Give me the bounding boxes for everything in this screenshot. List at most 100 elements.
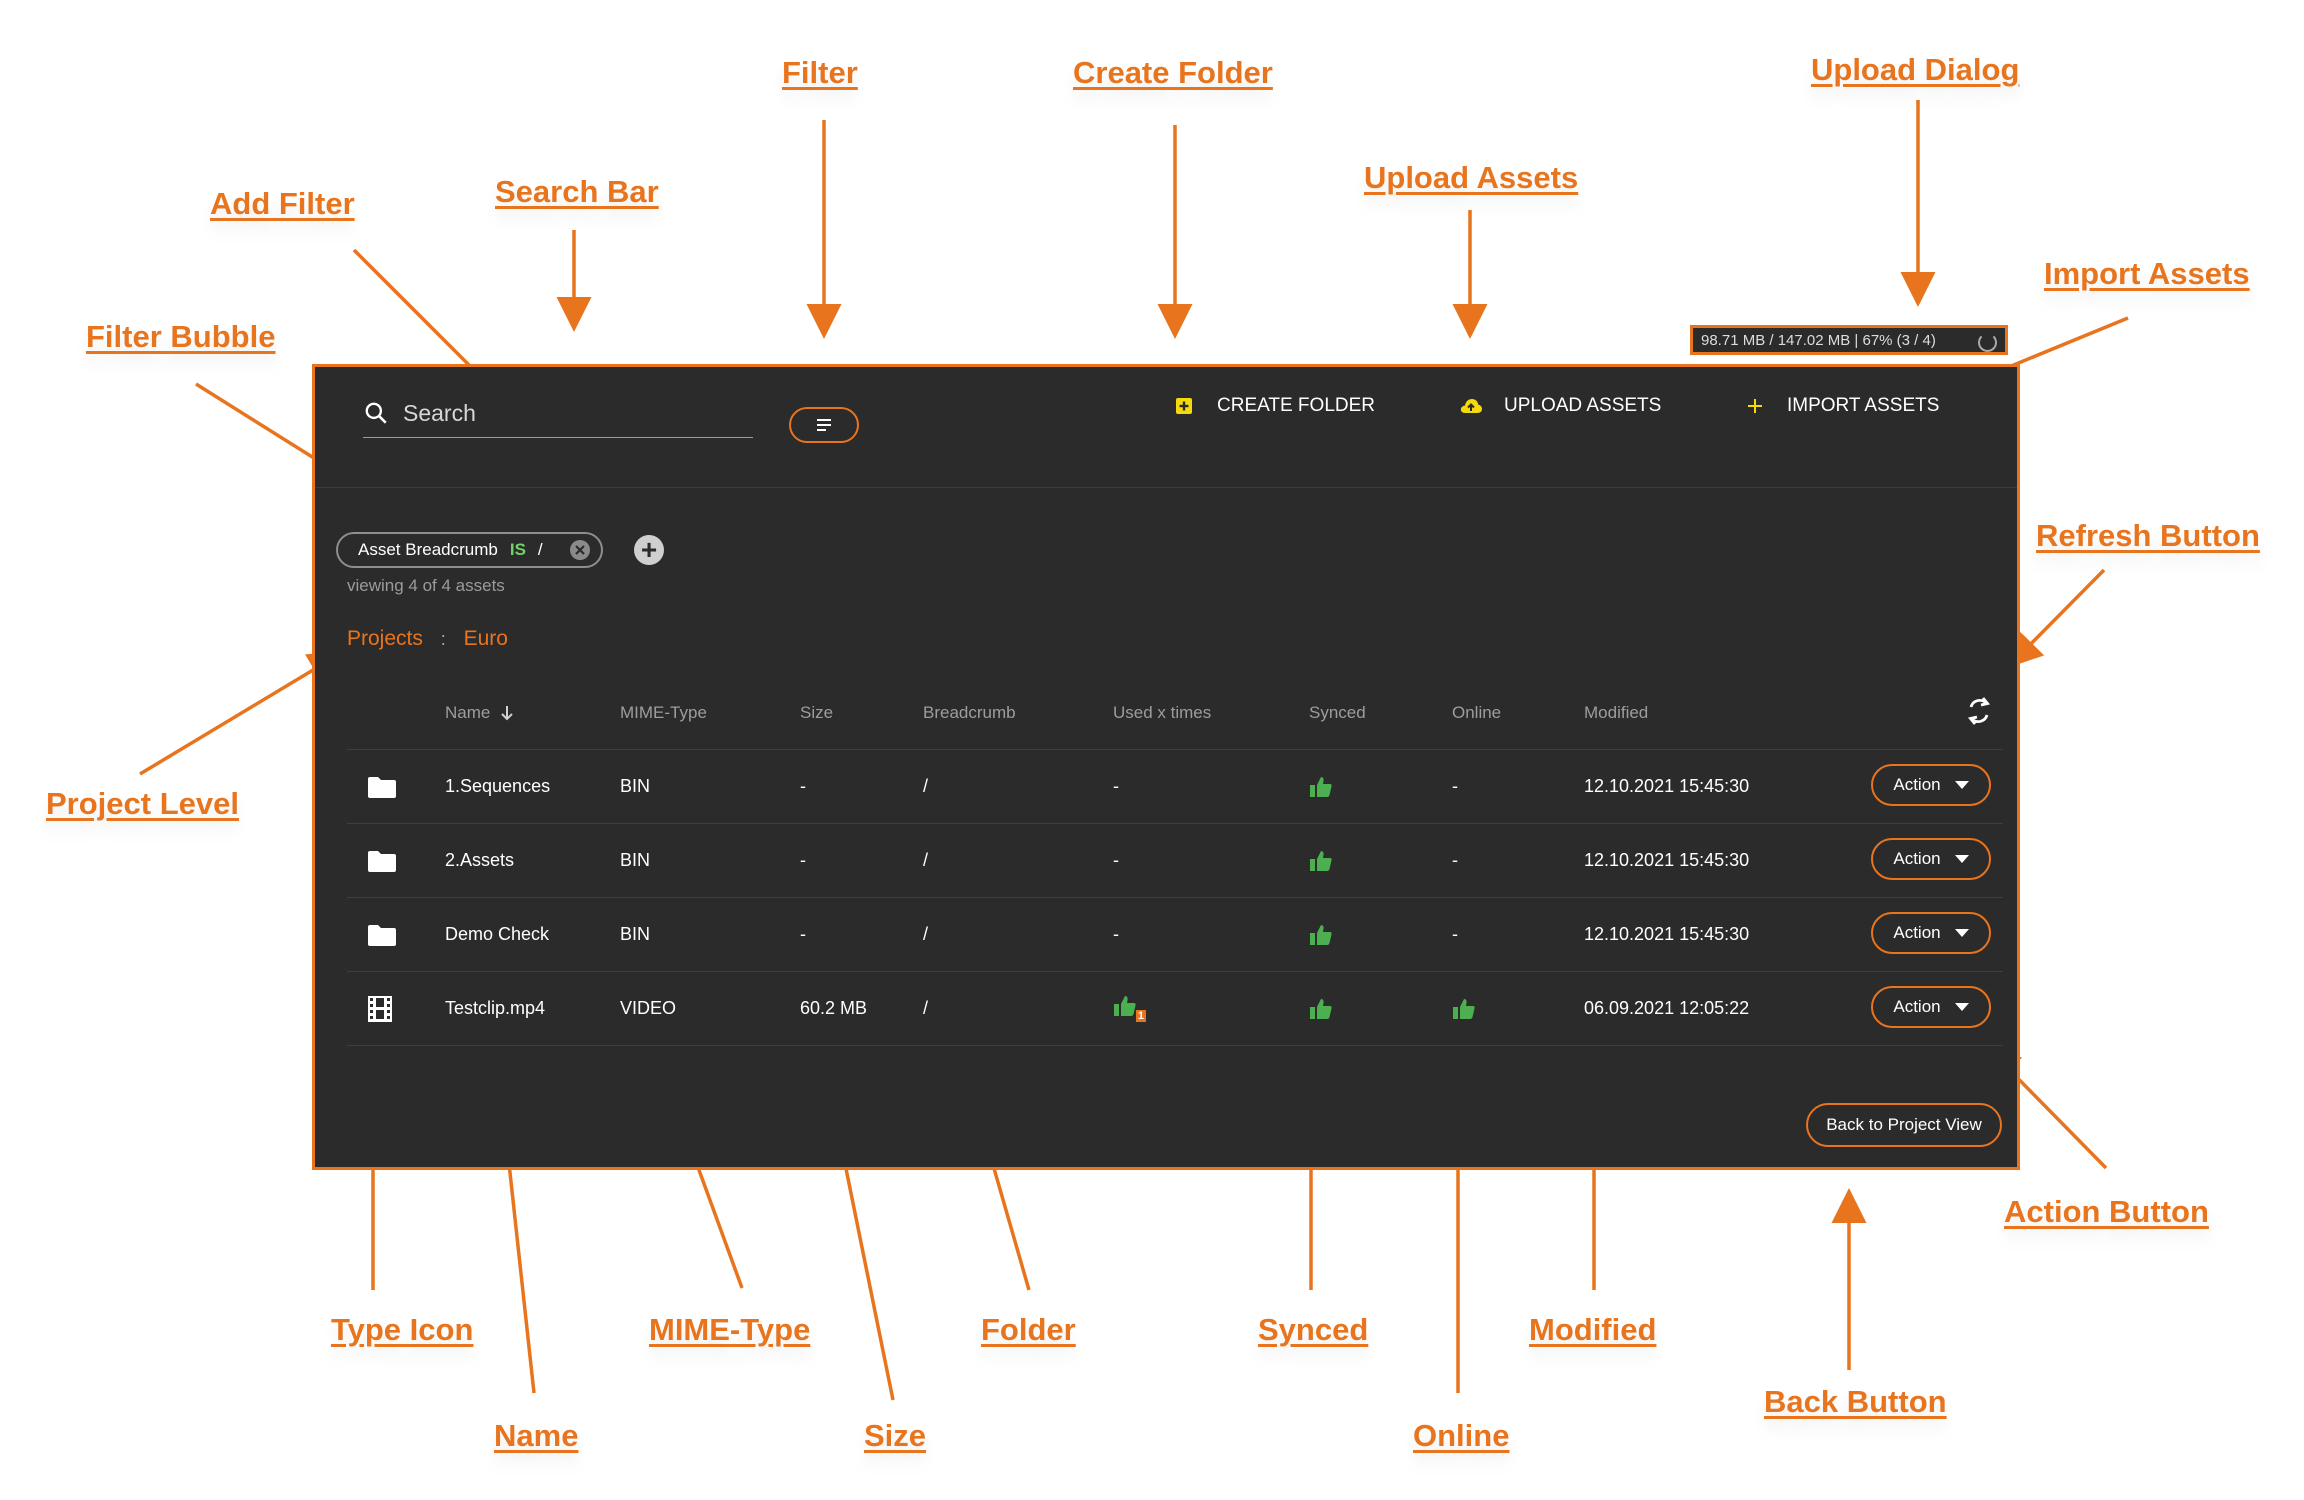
asset-size: -: [800, 924, 806, 944]
callout-online: Online: [1413, 1418, 1510, 1453]
loading-spinner-icon: [1978, 333, 1997, 352]
asset-mime-type: BIN: [620, 924, 651, 944]
asset-name[interactable]: Demo Check: [445, 924, 550, 944]
action-button[interactable]: Action: [1871, 764, 1991, 806]
caret-down-icon: [1954, 929, 1969, 937]
header-synced[interactable]: Synced: [1309, 703, 1366, 722]
asset-online: -: [1452, 924, 1458, 944]
table-row[interactable]: Testclip.mp4 VIDEO 60.2 MB / 1 06.09.202…: [347, 972, 2003, 1046]
asset-online: -: [1452, 850, 1458, 870]
asset-name[interactable]: Testclip.mp4: [445, 998, 546, 1018]
folder-icon: [367, 750, 397, 823]
plus-square-icon: [1176, 398, 1192, 414]
create-folder-label: CREATE FOLDER: [1217, 395, 1376, 416]
action-button-label: Action: [1893, 923, 1941, 942]
callout-upload-assets: Upload Assets: [1364, 160, 1579, 195]
asset-breadcrumb: /: [923, 776, 929, 796]
action-button[interactable]: Action: [1871, 838, 1991, 880]
header-name[interactable]: Name: [445, 677, 514, 749]
sort-down-arrow-icon: [501, 706, 514, 721]
filter-bubble[interactable]: Asset Breadcrumb IS /: [336, 532, 603, 568]
used-count: 1: [1135, 1010, 1146, 1022]
callout-name: Name: [494, 1418, 579, 1453]
create-folder-button[interactable]: CREATE FOLDER: [1175, 395, 1375, 417]
synced-thumbs-up-icon: [1309, 824, 1333, 897]
callout-action-button: Action Button: [2004, 1194, 2209, 1229]
callout-search-bar: Search Bar: [495, 174, 659, 209]
asset-breadcrumb: /: [923, 924, 929, 944]
refresh-button[interactable]: [1965, 695, 1993, 732]
callout-refresh-button: Refresh Button: [2036, 518, 2260, 553]
import-assets-label: IMPORT ASSETS: [1787, 395, 1940, 416]
synced-thumbs-up-icon: [1309, 898, 1333, 971]
asset-online: -: [1452, 776, 1458, 796]
callout-import-assets: Import Assets: [2044, 256, 2250, 291]
film-strip-icon: [367, 972, 393, 1045]
import-assets-button[interactable]: IMPORT ASSETS: [1747, 395, 1939, 417]
add-filter-icon[interactable]: +: [634, 534, 664, 565]
callout-create-folder: Create Folder: [1073, 55, 1273, 90]
asset-name[interactable]: 2.Assets: [445, 850, 515, 870]
filter-lines-icon: [817, 419, 831, 431]
filter-bubble-value: /: [537, 540, 543, 559]
callout-filter-bubble: Filter Bubble: [86, 319, 276, 354]
filter-bubble-operator: IS: [509, 540, 526, 559]
synced-thumbs-up-icon: [1309, 750, 1333, 823]
search-input[interactable]: Search: [403, 399, 476, 426]
callout-modified: Modified: [1529, 1312, 1657, 1347]
asset-modified: 12.10.2021 15:45:30: [1584, 776, 1750, 796]
asset-mime-type: BIN: [620, 850, 651, 870]
header-modified[interactable]: Modified: [1584, 703, 1649, 722]
project-breadcrumb: Projects : Euro: [347, 627, 508, 651]
toolbar-divider: [315, 487, 2017, 488]
asset-table: Name MIME-Type Size Breadcrumb Used x ti…: [347, 677, 2003, 1046]
action-button[interactable]: Action: [1871, 986, 1991, 1028]
asset-size: 60.2 MB: [800, 998, 868, 1018]
table-row[interactable]: Demo Check BIN - / - - 12.10.2021 15:45:…: [347, 898, 2003, 972]
remove-filter-icon[interactable]: [569, 539, 591, 561]
header-breadcrumb[interactable]: Breadcrumb: [923, 703, 1016, 722]
header-used-times[interactable]: Used x times: [1113, 703, 1212, 722]
asset-used-times: -: [1113, 924, 1119, 944]
folder-icon: [367, 898, 397, 971]
cloud-upload-icon: [1460, 399, 1482, 413]
callout-back-button: Back Button: [1764, 1384, 1947, 1419]
asset-mime-type: BIN: [620, 776, 651, 796]
used-thumbs-up-icon: 1: [1113, 995, 1146, 1022]
search-icon: [365, 402, 387, 424]
upload-dialog[interactable]: 98.71 MB / 147.02 MB | 67% (3 / 4): [1690, 325, 2008, 355]
breadcrumb-projects-link[interactable]: Projects: [347, 627, 423, 650]
used-times-badge[interactable]: 1: [1113, 972, 1146, 1045]
folder-icon: [367, 824, 397, 897]
action-button-label: Action: [1893, 849, 1941, 868]
caret-down-icon: [1954, 855, 1969, 863]
asset-breadcrumb: /: [923, 998, 929, 1018]
action-button-label: Action: [1893, 997, 1941, 1016]
header-mime-type[interactable]: MIME-Type: [620, 703, 707, 722]
back-to-project-view-button[interactable]: Back to Project View: [1806, 1103, 2002, 1147]
search-bar[interactable]: Search: [363, 389, 753, 438]
callout-filter: Filter: [782, 55, 858, 90]
asset-size: -: [800, 776, 806, 796]
header-size[interactable]: Size: [800, 703, 834, 722]
action-button[interactable]: Action: [1871, 912, 1991, 954]
asset-modified: 12.10.2021 15:45:30: [1584, 924, 1750, 944]
table-header: Name MIME-Type Size Breadcrumb Used x ti…: [347, 677, 2003, 750]
breadcrumb-current[interactable]: Euro: [463, 627, 508, 650]
callout-project-level: Project Level: [46, 786, 239, 821]
callout-mime-type: MIME-Type: [649, 1312, 811, 1347]
asset-browser-panel: Search CREATE FOLDER UPLOAD ASSETS IMPOR…: [312, 364, 2020, 1170]
online-thumbs-up-icon: [1452, 972, 1476, 1045]
asset-mime-type: VIDEO: [620, 998, 677, 1018]
asset-modified: 12.10.2021 15:45:30: [1584, 850, 1750, 870]
asset-name[interactable]: 1.Sequences: [445, 776, 551, 796]
plus-icon: [1748, 399, 1762, 413]
filter-button[interactable]: [789, 407, 859, 443]
upload-status-text: 98.71 MB / 147.02 MB | 67% (3 / 4): [1701, 331, 1936, 349]
asset-size: -: [800, 850, 806, 870]
upload-assets-button[interactable]: UPLOAD ASSETS: [1459, 395, 1661, 417]
table-row[interactable]: 1.Sequences BIN - / - - 12.10.2021 15:45…: [347, 750, 2003, 824]
action-button-label: Action: [1893, 775, 1941, 794]
table-row[interactable]: 2.Assets BIN - / - - 12.10.2021 15:45:30…: [347, 824, 2003, 898]
header-online[interactable]: Online: [1452, 703, 1502, 722]
